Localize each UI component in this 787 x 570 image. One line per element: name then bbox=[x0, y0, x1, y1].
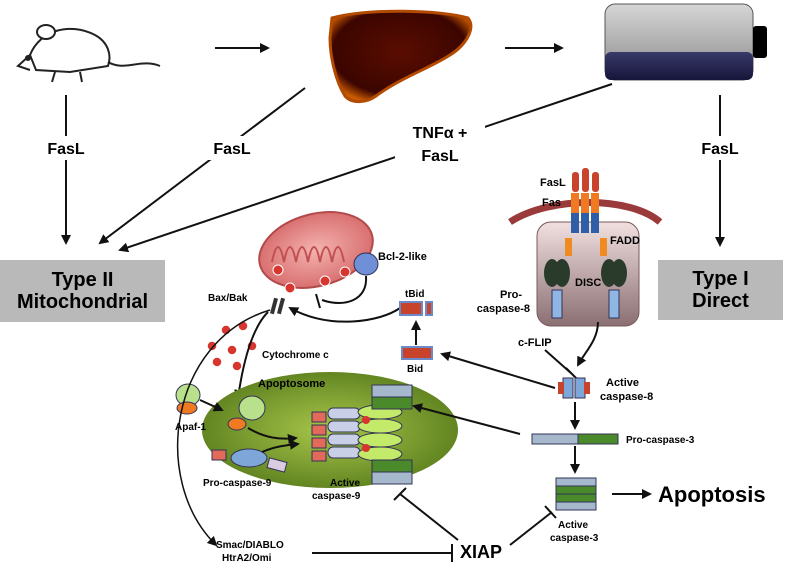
type1-label-line2: Direct bbox=[692, 290, 749, 312]
cytochrome-c-label: Cytochrome c bbox=[262, 350, 329, 361]
active-caspase9-label-line1: Active bbox=[330, 478, 360, 489]
type2-label-line2: Mitochondrial bbox=[16, 291, 149, 313]
procaspase3-icon bbox=[531, 433, 619, 445]
procaspase9-label: Pro-caspase-9 bbox=[203, 478, 272, 489]
procaspase3-label: Pro-caspase-3 bbox=[626, 435, 695, 446]
cflip-label: c-FLIP bbox=[518, 337, 552, 349]
active-caspase9-icon bbox=[371, 384, 413, 485]
active-caspase9-label-line2: caspase-9 bbox=[312, 491, 361, 502]
active-caspase8-label-line1: Active bbox=[606, 377, 639, 389]
smac-label-line2: HtrA2/Omi bbox=[222, 553, 272, 564]
active-caspase8-icon bbox=[558, 377, 590, 399]
xiap-label: XIAP bbox=[460, 542, 502, 562]
apoptosome-label: Apoptosome bbox=[258, 378, 325, 390]
procaspase8-label-line2: caspase-8 bbox=[477, 303, 530, 315]
active-caspase3-icon bbox=[555, 477, 597, 511]
fadd-label: FADD bbox=[610, 235, 640, 247]
liver-icon bbox=[328, 9, 473, 104]
fas-label: Fas bbox=[542, 197, 561, 209]
mitochondrion-icon bbox=[258, 211, 374, 294]
procaspase9-icon bbox=[211, 448, 288, 473]
fasl-receptor-label: FasL bbox=[540, 177, 566, 189]
mouse-fasl-label: FasL bbox=[47, 141, 85, 158]
apoptosis-label: Apoptosis bbox=[658, 482, 766, 507]
arrow-liver-to-type2 bbox=[98, 87, 306, 245]
procaspase8-label-line1: Pro- bbox=[500, 289, 522, 301]
smac-label-line1: Smac/DIABLO bbox=[216, 540, 284, 551]
tbid-label: tBid bbox=[405, 289, 424, 300]
flask-fasl-label: FasL bbox=[701, 141, 739, 158]
liver-fasl-label: FasL bbox=[213, 141, 251, 158]
fas-receptor-complex bbox=[508, 168, 663, 327]
bid-icon bbox=[401, 346, 433, 360]
arrow-flask-to-type2 bbox=[118, 83, 613, 253]
culture-flask-icon bbox=[604, 3, 767, 81]
baxbak-label: Bax/Bak bbox=[208, 293, 248, 304]
tnf-label-line2: FasL bbox=[421, 148, 459, 165]
cytochrome-c-icons bbox=[206, 320, 258, 372]
disc-label: DISC bbox=[575, 277, 601, 289]
tbid-icon bbox=[399, 301, 433, 316]
tnf-label-line1: TNFα + bbox=[413, 125, 468, 142]
bcl2-label: Bcl-2-like bbox=[378, 251, 427, 263]
type1-label-line1: Type I bbox=[692, 268, 749, 290]
type2-label-line1: Type II bbox=[51, 269, 114, 291]
active-caspase3-label-line1: Active bbox=[558, 520, 588, 531]
type1-direct-box: Type I Direct bbox=[658, 260, 783, 320]
apoptosome-wheel bbox=[311, 404, 403, 462]
bid-label: Bid bbox=[407, 364, 423, 375]
active-caspase8-label-line2: caspase-8 bbox=[600, 391, 653, 403]
apaf1-icon bbox=[175, 383, 201, 415]
active-caspase3-label-line2: caspase-3 bbox=[550, 533, 599, 544]
type2-mitochondrial-box: Type II Mitochondrial bbox=[0, 260, 165, 322]
apaf1-label: Apaf-1 bbox=[175, 422, 207, 433]
mouse-icon bbox=[16, 24, 161, 83]
bcl2-icon bbox=[353, 252, 379, 276]
